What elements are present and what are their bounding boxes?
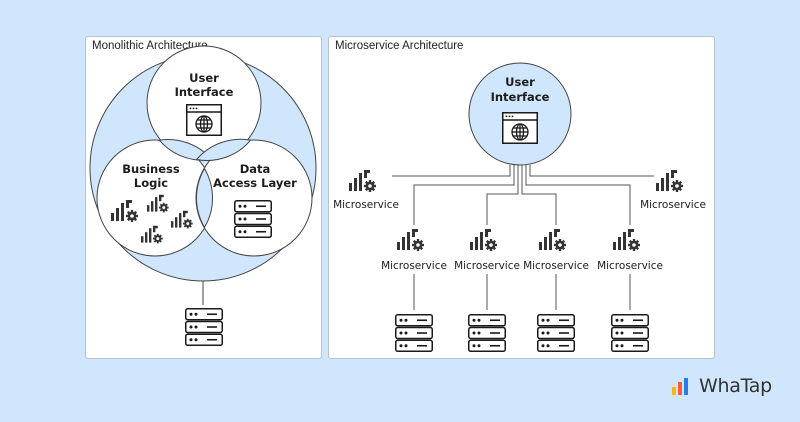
microservice-database-icon-1 bbox=[394, 313, 434, 353]
monolith-title: Monolithic Architecture bbox=[92, 40, 208, 52]
microservice-icon-3 bbox=[539, 229, 566, 251]
microservice-icon-right bbox=[656, 170, 683, 192]
microservice-label-right: Microservice bbox=[640, 199, 706, 211]
monolith-database-icon bbox=[184, 307, 224, 347]
microservice-title: Microservice Architecture bbox=[335, 40, 464, 52]
overlap-business-data bbox=[195, 167, 214, 229]
business-logic-label-1: Business bbox=[122, 162, 180, 176]
microservice-ui-label-1: User bbox=[505, 75, 535, 89]
data-access-label-2: Access Layer bbox=[213, 176, 297, 190]
whatap-logo-text: WhaTap bbox=[699, 375, 772, 397]
microservice-label-1: Microservice bbox=[381, 260, 447, 272]
microservice-browser-icon bbox=[502, 112, 538, 144]
microservice-ui-label-2: Interface bbox=[491, 90, 550, 104]
microservice-label-4: Microservice bbox=[597, 260, 663, 272]
whatap-logo-icon bbox=[672, 378, 688, 395]
microservice-connectors bbox=[392, 165, 654, 310]
data-access-db-icon bbox=[233, 199, 273, 239]
microservice-icon-left bbox=[349, 170, 376, 192]
microservice-database-icon-2 bbox=[467, 313, 507, 353]
data-access-label-1: Data bbox=[240, 162, 271, 176]
microservice-label-left: Microservice bbox=[333, 199, 399, 211]
microservice-database-icon-3 bbox=[536, 313, 576, 353]
microservice-icon-1 bbox=[397, 229, 424, 251]
overlap-ui-data bbox=[195, 138, 252, 161]
microservice-icon-2 bbox=[470, 229, 497, 251]
microservice-database-icon-4 bbox=[610, 313, 650, 353]
microservice-label-2: Microservice bbox=[454, 260, 520, 272]
monolith-ui-label-1: User bbox=[189, 71, 219, 85]
monolith-browser-icon bbox=[186, 104, 222, 136]
business-logic-label-2: Logic bbox=[134, 176, 168, 190]
monolith-ui-label-2: Interface bbox=[175, 85, 234, 99]
whatap-logo: WhaTap bbox=[672, 374, 772, 398]
microservice-icon-4 bbox=[613, 229, 640, 251]
microservice-label-3: Microservice bbox=[523, 260, 589, 272]
